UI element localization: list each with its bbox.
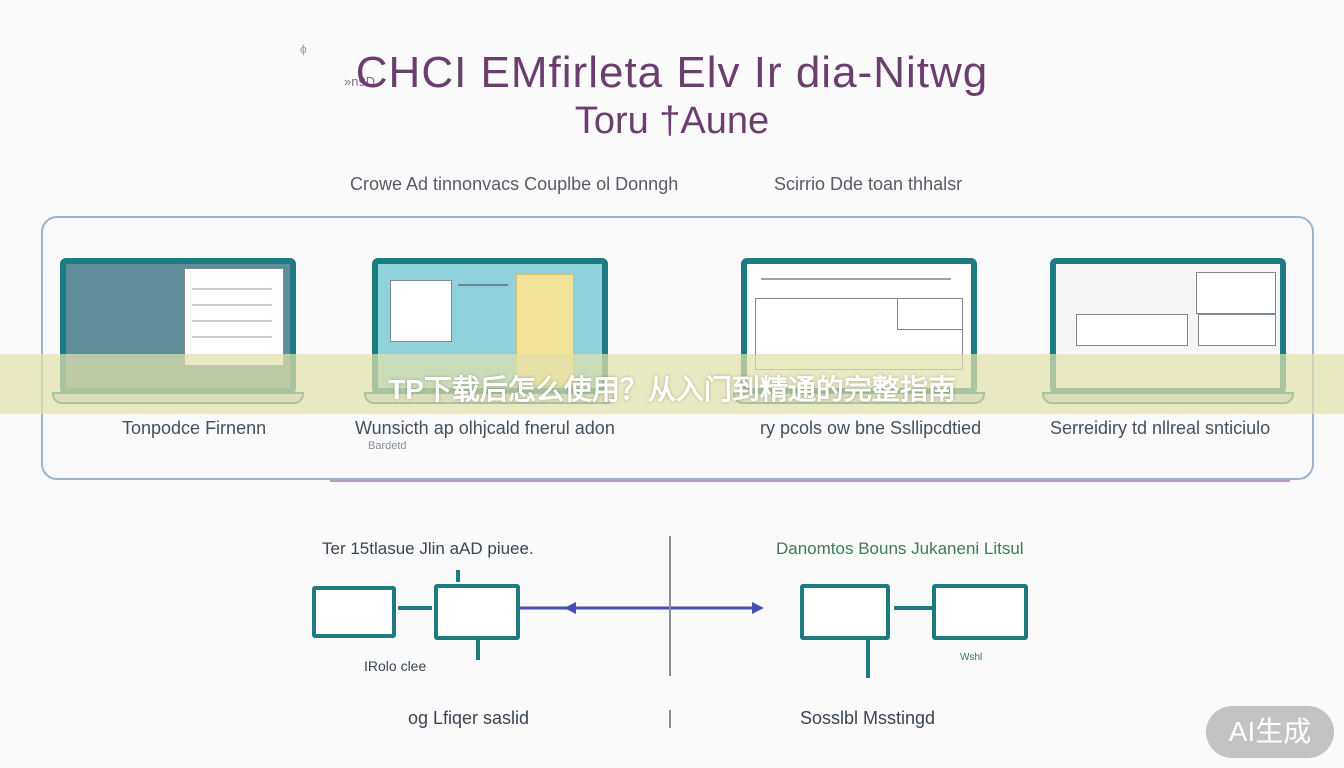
subtitle-left: Crowe Ad tinnonvacs Couplbe ol Donngh [350,174,679,194]
flow-left-label: IRolo clee [364,658,427,674]
subtitle-right: Scirrio Dde toan thhalsr [774,174,963,194]
flow-arrows [398,570,932,678]
banner-title: TP下载后怎么使用？从入门到精通的完整指南 [388,374,956,405]
flow-right-foot: Sosslbl Msstingd [800,708,936,728]
flow-divider-bottom [669,710,671,728]
flow-node-left-1 [312,586,396,638]
title-banner [0,354,1344,414]
flow-node-right-2 [932,584,1028,640]
caption-2-small: Bardetd [368,440,407,452]
flow-divider [669,536,671,676]
header-mark: ɸ [300,42,307,56]
panel-divider [330,480,1290,482]
ai-generated-badge: AI生成 [1206,706,1334,758]
flow-node-right-1 [800,584,890,640]
flow-left-foot: og Lfiqer saslid [408,708,530,728]
caption-3: ry pcols ow bne Ssllipcdtied [760,418,982,438]
header-mark-small: »n9D [344,74,376,89]
flow-right-small: Wshl [960,652,983,663]
flow-node-left-2 [434,584,520,640]
caption-1: Tonpodce Firnenn [122,418,267,438]
panel-frame [41,216,1314,480]
flow-left-heading: Ter 15tlasue Jlin aAD piuee. [322,539,534,558]
caption-4: Serreidiry td nllreal snticiulo [1050,418,1271,438]
page-title-line2: Toru †Aune [574,100,770,142]
caption-2: Wunsicth ap olhjcald fnerul adon [355,418,615,438]
page-title: CHCI EMfirleta Elv Ir dia-Nitwg [355,48,989,97]
flow-right-heading: Danomtos Bouns Jukaneni Litsul [776,539,1024,558]
